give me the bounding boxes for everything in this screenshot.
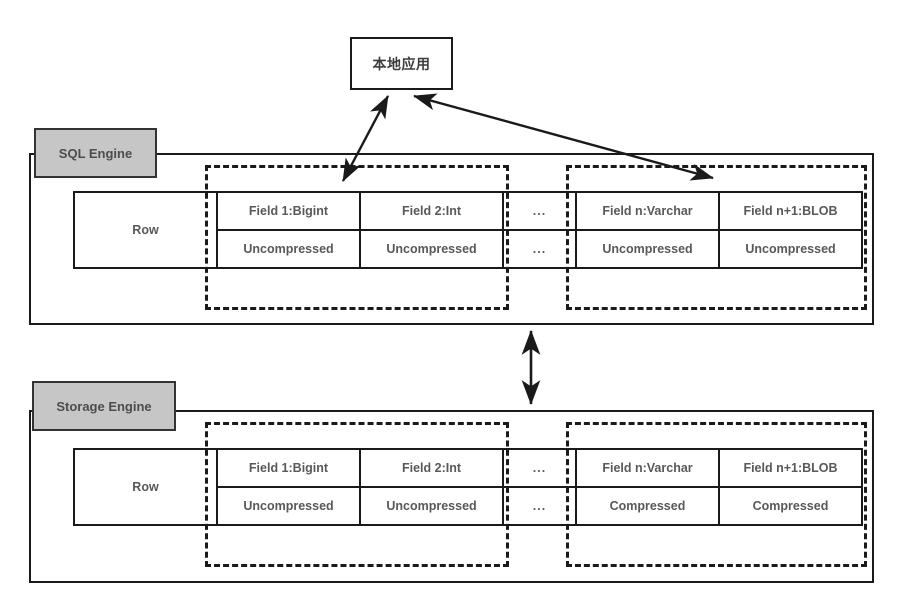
sql-engine-row-table: Row Field 1:Bigint Field 2:Int ... Field… [73,191,863,269]
table-row-field-states: Uncompressed Uncompressed ... Compressed… [74,486,863,526]
table-row-field-names: Row Field 1:Bigint Field 2:Int ... Field… [73,448,863,526]
sql-field-n-name: Field n:Varchar [575,191,720,231]
sql-field-1-name: Field 1:Bigint [216,191,361,231]
storage-field-n1-name: Field n+1:BLOB [718,448,863,488]
sql-engine-tab-label: SQL Engine [58,145,133,161]
sql-field-n1-name: Field n+1:BLOB [718,191,863,231]
storage-row-label: Row [73,448,218,526]
sql-engine-tab[interactable]: SQL Engine [34,128,157,178]
storage-field-2-name: Field 2:Int [359,448,504,488]
sql-field-2-name: Field 2:Int [359,191,504,231]
storage-engine-tab[interactable]: Storage Engine [32,381,176,431]
storage-field-n-state: Compressed [575,486,720,526]
storage-engine-row-table: Row Field 1:Bigint Field 2:Int ... Field… [73,448,863,526]
sql-field-n-state: Uncompressed [575,229,720,269]
storage-field-ellipsis-bottom: ... [502,486,577,526]
sql-row-label: Row [73,191,218,269]
storage-field-ellipsis-top: ... [502,448,577,488]
sql-field-ellipsis-bottom: ... [502,229,577,269]
storage-field-1-name: Field 1:Bigint [216,448,361,488]
app-node-label: 本地应用 [372,56,431,73]
sql-field-2-state: Uncompressed [359,229,504,269]
sql-field-1-state: Uncompressed [216,229,361,269]
storage-field-n-name: Field n:Varchar [575,448,720,488]
table-row-field-names: Row Field 1:Bigint Field 2:Int ... Field… [73,191,863,269]
sql-field-ellipsis-top: ... [502,191,577,231]
storage-engine-tab-label: Storage Engine [56,398,152,414]
storage-field-2-state: Uncompressed [359,486,504,526]
sql-field-n1-state: Uncompressed [718,229,863,269]
table-row-field-states: Uncompressed Uncompressed ... Uncompress… [74,229,863,269]
app-node[interactable]: 本地应用 [350,37,453,90]
storage-field-1-state: Uncompressed [216,486,361,526]
storage-field-n1-state: Compressed [718,486,863,526]
